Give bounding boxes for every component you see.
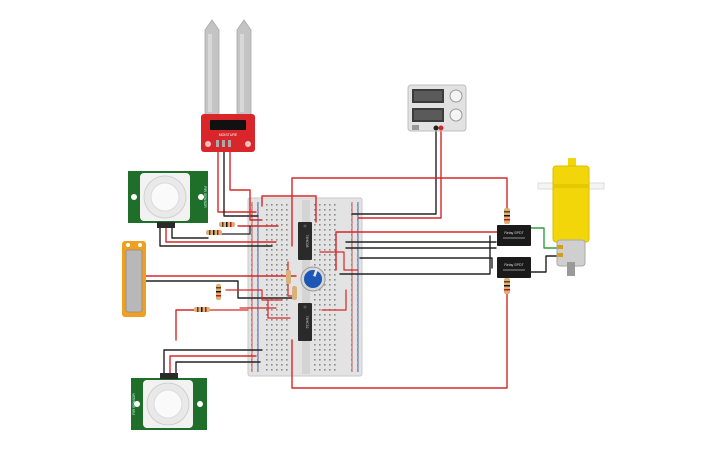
current-knob-icon[interactable]: [449, 108, 463, 122]
wires: [145, 129, 561, 389]
resistor-pir-bottom[interactable]: [194, 307, 210, 312]
power-supply[interactable]: [407, 84, 467, 132]
ic-bottom-label: 74HC32: [305, 316, 309, 329]
breadboard-holes: [251, 204, 359, 371]
ic-top-label: 74HC08: [305, 235, 309, 248]
resistor-relay-bottom[interactable]: [504, 278, 510, 294]
resistor-pir-top[interactable]: [206, 230, 222, 235]
pir-sensor-top[interactable]: PIR SENSOR: [128, 171, 208, 228]
relay-bottom-label: Relay SPDT: [504, 263, 524, 267]
resistor-ldr[interactable]: [216, 284, 221, 300]
soil-moisture-sensor[interactable]: MOISTURE: [201, 19, 255, 152]
pir-top-label: PIR SENSOR: [203, 186, 207, 208]
negative-terminal[interactable]: [433, 125, 439, 131]
ic-chip-bottom[interactable]: 74HC32: [298, 303, 312, 341]
photoresistor-sensor[interactable]: [122, 241, 146, 317]
resistor-moisture[interactable]: [219, 222, 235, 227]
moisture-sensor-label: MOISTURE: [219, 133, 238, 137]
relay-bottom[interactable]: Relay SPDT: [497, 257, 531, 278]
potentiometer[interactable]: [300, 266, 326, 292]
pir-sensor-bottom[interactable]: PIR SENSOR: [131, 373, 207, 430]
ic-chip-top[interactable]: 74HC08: [298, 222, 312, 260]
voltage-knob-icon[interactable]: [449, 89, 463, 103]
relay-top-label: Relay SPDT: [504, 231, 524, 235]
resistor-bb-bottom[interactable]: [292, 286, 297, 300]
resistor-bb-top[interactable]: [286, 270, 291, 284]
relay-top[interactable]: Relay SPDT: [497, 225, 531, 246]
resistor-relay-top[interactable]: [504, 208, 510, 224]
pir-bottom-label: PIR SENSOR: [132, 393, 136, 415]
dc-gear-motor[interactable]: [537, 158, 605, 276]
positive-terminal[interactable]: [438, 125, 444, 131]
